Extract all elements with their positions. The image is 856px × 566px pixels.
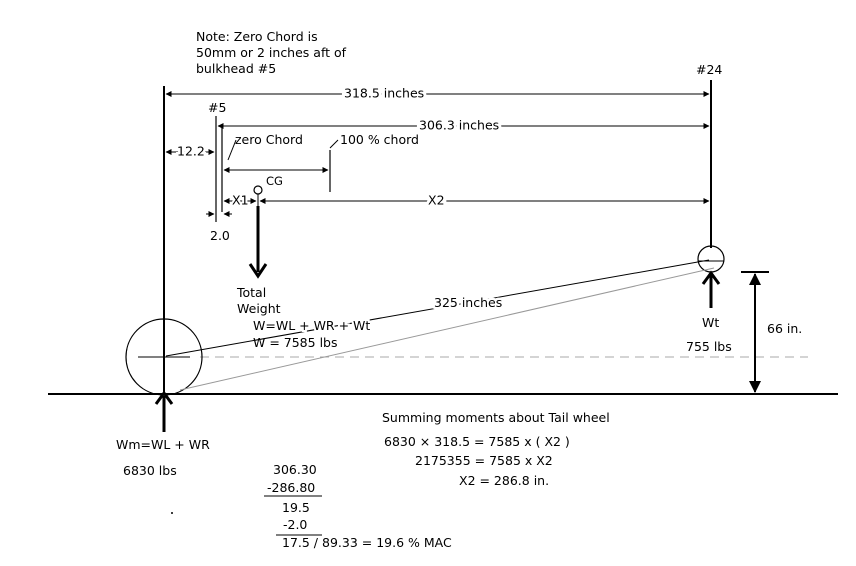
w-value-label: W = 7585 lbs	[253, 335, 338, 350]
stray-dot	[171, 512, 173, 514]
x1-label: X1	[232, 193, 249, 208]
wt-value-label: 755 lbs	[686, 339, 732, 354]
total-weight-arrow-head	[248, 263, 268, 279]
total-weight-label-1: Total	[236, 285, 266, 300]
cg-marker	[253, 185, 263, 195]
x2-label: X2	[428, 193, 445, 208]
calc-eq-1: 6830 × 318.5 = 7585 x ( X2 )	[384, 434, 570, 449]
sub-value-1: 306.30	[273, 462, 317, 477]
wm-value-label: 6830 lbs	[123, 463, 177, 478]
note-line-3: bulkhead #5	[196, 61, 276, 76]
sub-value-2: -286.80	[267, 480, 315, 495]
wt-label: Wt	[702, 315, 719, 330]
dim-325-label: 325 inches	[434, 295, 502, 310]
hundred-chord-leader	[329, 139, 339, 149]
zero-chord-leader	[227, 139, 237, 161]
zero-chord-label: zero Chord	[235, 132, 303, 147]
cg-label: CG	[266, 174, 283, 188]
note-line-2: 50mm or 2 inches aft of	[196, 45, 347, 60]
calc-eq-2: 2175355 = 7585 x X2	[415, 453, 553, 468]
w-formula-label: W=WL + WR + Wt	[253, 318, 370, 333]
line-325	[165, 259, 710, 357]
total-weight-label-2: Weight	[237, 301, 281, 316]
dim-306-label: 306.3 inches	[419, 118, 499, 133]
sub-value-4: -2.0	[283, 517, 307, 532]
hundred-chord-label: 100 % chord	[340, 132, 419, 147]
tail-reaction-arrow-head	[701, 270, 721, 285]
dim-318-label: 318.5 inches	[344, 86, 424, 101]
station-5-label: #5	[208, 100, 226, 115]
calc-eq-3: X2 = 286.8 in.	[459, 473, 549, 488]
height-66-label: 66 in.	[767, 321, 802, 336]
dim-12-label: 12.2	[177, 144, 205, 159]
sub-value-3: 19.5	[282, 500, 310, 515]
station-24-label: #24	[696, 62, 722, 77]
wm-formula-label: Wm=WL + WR	[116, 437, 210, 452]
calc-heading: Summing moments about Tail wheel	[382, 410, 610, 425]
note-line-1: Note: Zero Chord is	[196, 29, 318, 44]
calc-result: 17.5 / 89.33 = 19.6 % MAC	[282, 535, 452, 550]
grey-tail-line	[179, 267, 715, 391]
tail-wheel	[697, 245, 725, 273]
dim-2-label: 2.0	[210, 228, 230, 243]
main-reaction-arrow-head	[154, 390, 174, 405]
